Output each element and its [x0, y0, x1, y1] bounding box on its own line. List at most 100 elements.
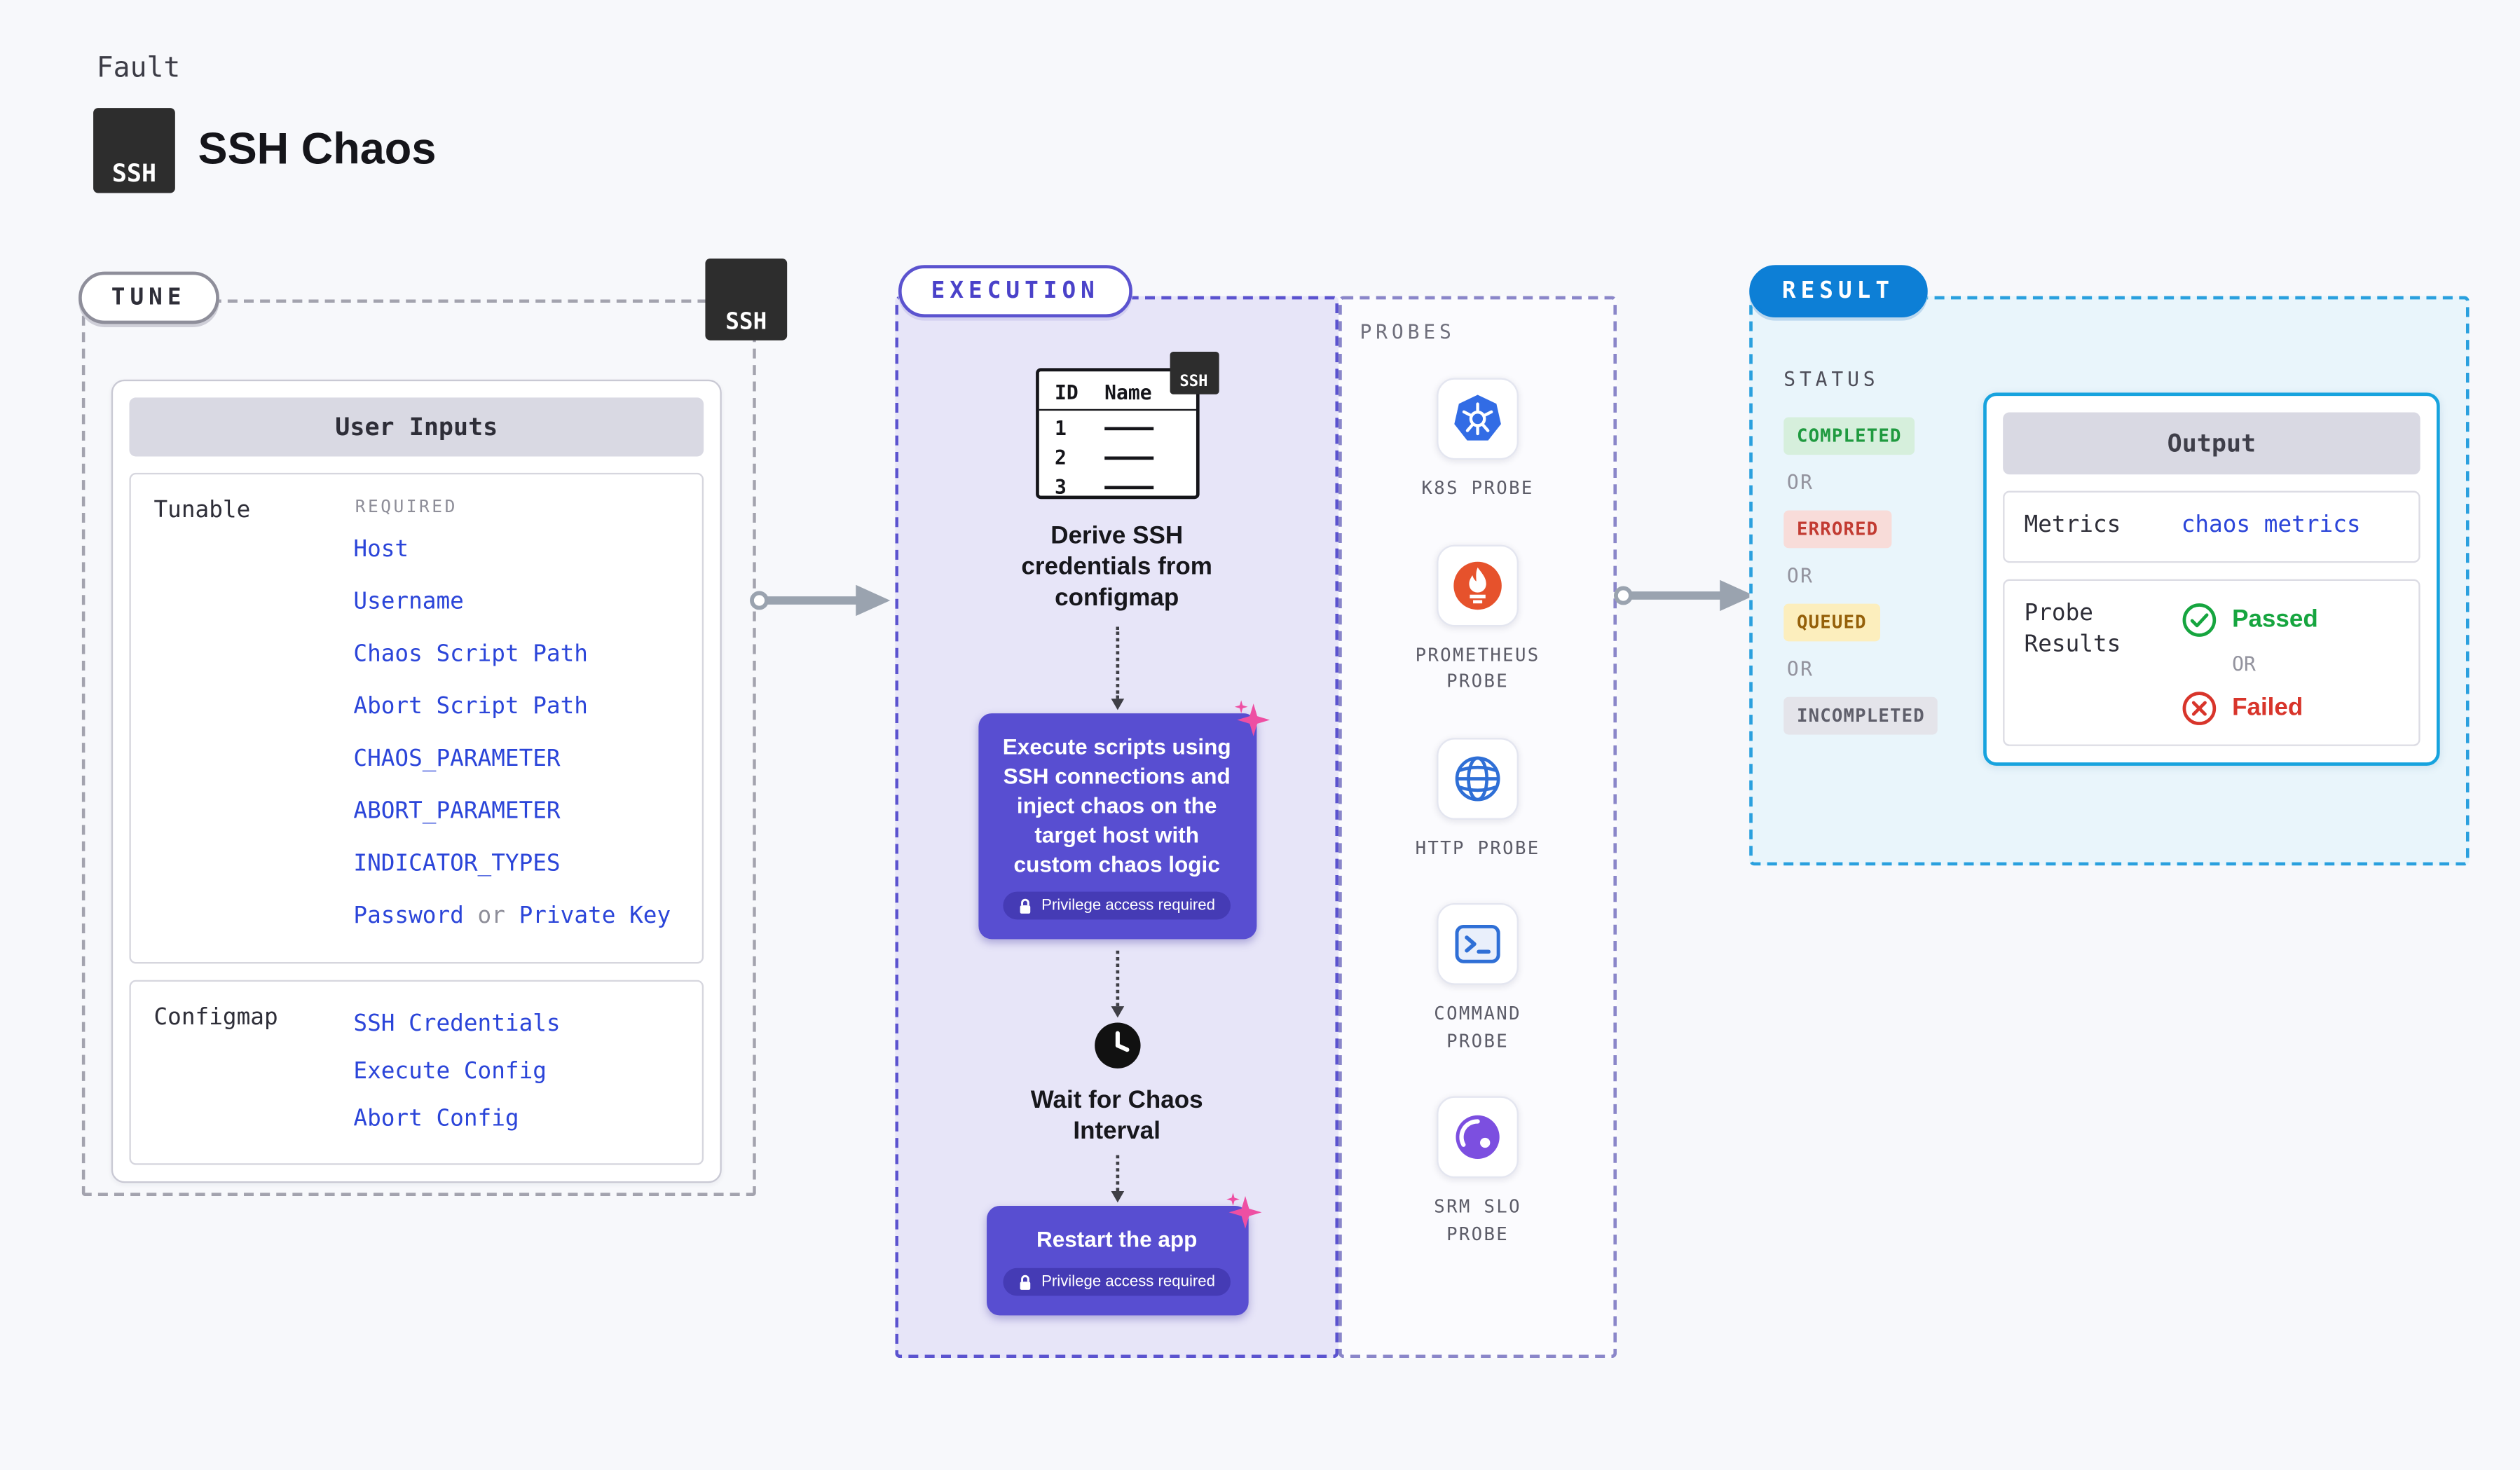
derive-credentials-step: Derive SSH credentials from configmap	[1021, 521, 1212, 612]
row-value-dash	[1104, 455, 1153, 460]
configmap-row: 3	[1039, 469, 1196, 499]
tunable-group-label: Tunable	[153, 497, 251, 524]
globe-icon	[1437, 736, 1519, 819]
configmap-row: 2	[1039, 440, 1196, 469]
configmap-table-icon: SSH ID Name 1 2 3	[1034, 352, 1219, 500]
probe-label: PROMETHEUS PROBE	[1415, 643, 1540, 692]
execute-scripts-text: Execute scripts using SSH connections an…	[1002, 735, 1231, 877]
param-link-chaos-script-path[interactable]: Chaos Script Path	[353, 641, 588, 668]
probe-results-label: Probe Results	[2024, 600, 2121, 659]
row-value-dash	[1104, 426, 1153, 431]
ssh-badge-icon: SSH	[1169, 352, 1219, 394]
status-badge-queued: QUEUED	[1783, 603, 1880, 642]
dotted-connector	[1110, 626, 1124, 711]
status-badge-completed: COMPLETED	[1783, 417, 1915, 455]
configmap-row: 1	[1039, 411, 1196, 440]
or-separator: OR	[1786, 564, 1814, 588]
check-circle-icon	[2182, 603, 2217, 636]
restart-app-step: Restart the app Privilege access require…	[985, 1193, 1261, 1315]
prometheus-icon	[1437, 544, 1519, 626]
tune-to-execution-arrow-icon	[750, 584, 891, 617]
or-separator: OR	[1786, 471, 1814, 495]
status-badge-errored: ERRORED	[1783, 510, 1892, 549]
wait-chaos-interval-step: Wait for Chaos Interval	[1030, 1086, 1203, 1145]
x-circle-icon	[2182, 691, 2217, 724]
param-link-private-key[interactable]: Private Key	[519, 902, 671, 930]
kubernetes-icon	[1437, 378, 1519, 460]
lock-icon	[1020, 898, 1032, 914]
fault-eyebrow: Fault	[96, 52, 181, 85]
output-title: Output	[2003, 412, 2420, 475]
failed-label: Failed	[2232, 694, 2303, 722]
probe-item-k8s: K8S PROBE	[1421, 378, 1533, 503]
status-badge-incompleted: INCOMPLETED	[1783, 696, 1938, 735]
configmap-group: Configmap SSH Credentials Execute Config…	[129, 980, 704, 1165]
probe-label: K8S PROBE	[1421, 477, 1534, 500]
configmap-col-id: ID	[1054, 381, 1078, 404]
param-link-chaos-parameter[interactable]: CHAOS_PARAMETER	[353, 746, 561, 773]
probe-label: HTTP PROBE	[1415, 837, 1540, 858]
ssh-icon: SSH	[93, 108, 175, 193]
param-link-ssh-credentials[interactable]: SSH Credentials	[353, 1011, 561, 1038]
probe-item-prometheus: PROMETHEUS PROBE	[1399, 544, 1556, 696]
tune-label-pill: TUNE	[78, 271, 219, 324]
privilege-badge-label: Privilege access required	[1041, 897, 1215, 916]
user-inputs-title: User Inputs	[129, 397, 704, 457]
password-or-separator: or	[477, 902, 505, 930]
probe-item-command: COMMAND PROBE	[1399, 902, 1556, 1055]
sparkle-icon	[1233, 701, 1269, 737]
param-link-host[interactable]: Host	[353, 536, 409, 563]
result-label-pill: RESULT	[1749, 265, 1927, 318]
probes-title: PROBES	[1360, 320, 1456, 344]
param-link-indicator-types[interactable]: INDICATOR_TYPES	[353, 851, 561, 877]
probe-item-http: HTTP PROBE	[1415, 736, 1540, 863]
required-label: REQUIRED	[355, 497, 458, 517]
ssh-icon-label: SSH	[111, 158, 157, 188]
ssh-badge-label: SSH	[1179, 373, 1208, 392]
param-link-username[interactable]: Username	[353, 589, 464, 615]
dotted-connector	[1110, 1155, 1124, 1204]
metrics-row: Metrics chaos metrics	[2003, 490, 2420, 563]
metrics-value: chaos metrics	[2181, 511, 2361, 539]
status-title: STATUS	[1783, 368, 1879, 392]
or-separator: OR	[2232, 652, 2256, 675]
probe-label: COMMAND PROBE	[1434, 1003, 1521, 1052]
restart-app-text: Restart the app	[1036, 1228, 1198, 1253]
ssh-icon: SSH	[705, 258, 788, 341]
metrics-label: Metrics	[2024, 511, 2121, 539]
terminal-icon	[1437, 902, 1519, 985]
privilege-badge: Privilege access required	[1004, 892, 1230, 921]
tunable-group: Tunable REQUIRED Host Username Chaos Scr…	[129, 472, 704, 964]
or-separator: OR	[1786, 657, 1814, 681]
probe-results-row: Probe Results Passed OR	[2003, 578, 2420, 746]
output-card: Output Metrics chaos metrics Probe Resul…	[1983, 392, 2440, 765]
srm-slo-icon	[1437, 1096, 1519, 1179]
param-link-execute-config[interactable]: Execute Config	[353, 1058, 547, 1085]
result-section: STATUS COMPLETED OR ERRORED OR QUEUED OR…	[1749, 296, 2470, 866]
param-link-abort-config[interactable]: Abort Config	[353, 1106, 519, 1132]
page-title: SSH Chaos	[198, 124, 437, 174]
probe-label: SRM SLO PROBE	[1434, 1195, 1521, 1244]
probes-section: PROBES	[1338, 296, 1617, 1359]
execution-label-pill: EXECUTION	[898, 265, 1132, 318]
param-link-password[interactable]: Password	[353, 902, 464, 930]
sparkle-icon	[1225, 1193, 1261, 1230]
execution-section: SSH ID Name 1 2 3 Deri	[895, 296, 1339, 1359]
clock-icon	[1093, 1021, 1142, 1076]
ssh-icon-label: SSH	[725, 309, 767, 336]
privilege-badge-label: Privilege access required	[1041, 1272, 1215, 1291]
param-link-abort-script-path[interactable]: Abort Script Path	[353, 694, 588, 720]
lock-icon	[1020, 1274, 1032, 1290]
probe-item-srm-slo: SRM SLO PROBE	[1399, 1096, 1556, 1249]
param-link-password-or-key: Password or Private Key	[353, 890, 679, 942]
configmap-col-name: Name	[1104, 381, 1152, 404]
execute-scripts-step: Execute scripts using SSH connections an…	[978, 701, 1269, 939]
privilege-badge: Privilege access required	[1004, 1268, 1230, 1296]
passed-label: Passed	[2232, 605, 2318, 633]
param-link-abort-parameter[interactable]: ABORT_PARAMETER	[353, 798, 561, 825]
status-column: STATUS COMPLETED OR ERRORED OR QUEUED OR…	[1783, 368, 1972, 735]
row-value-dash	[1104, 485, 1153, 490]
execution-to-result-arrow-icon	[1613, 579, 1755, 612]
user-inputs-card: User Inputs Tunable REQUIRED Host Userna…	[111, 379, 722, 1183]
